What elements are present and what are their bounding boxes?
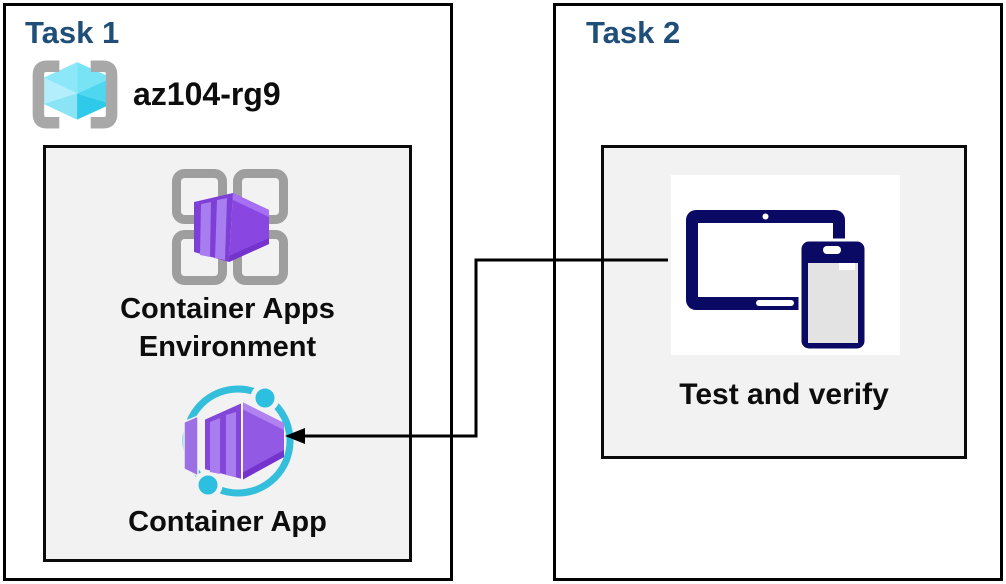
- container-app-icon: [182, 383, 294, 500]
- task1-panel: Container Apps Environment Container App: [43, 145, 412, 562]
- environment-label-line1: Container Apps: [120, 293, 335, 325]
- task2-title: Task 2: [586, 15, 681, 50]
- verify-label: Test and verify: [679, 378, 889, 411]
- environment-label: Container Apps Environment: [46, 290, 409, 366]
- resource-group-icon: [32, 60, 118, 129]
- task1-box: Task 1 az104-rg9: [3, 3, 453, 581]
- task1-title: Task 1: [25, 15, 120, 50]
- container-apps-environment-icon: [172, 169, 288, 285]
- task2-panel: Test and verify: [601, 145, 967, 459]
- environment-label-line2: Environment: [138, 331, 317, 363]
- tablet-and-phone-icon: [686, 210, 868, 352]
- verify-icon-card: [671, 175, 900, 355]
- container-app-label: Container App: [128, 506, 327, 538]
- resource-group-row: az104-rg9: [31, 60, 281, 129]
- task2-box: Task 2 Test and verify: [553, 3, 1003, 581]
- resource-group-name: az104-rg9: [133, 76, 281, 112]
